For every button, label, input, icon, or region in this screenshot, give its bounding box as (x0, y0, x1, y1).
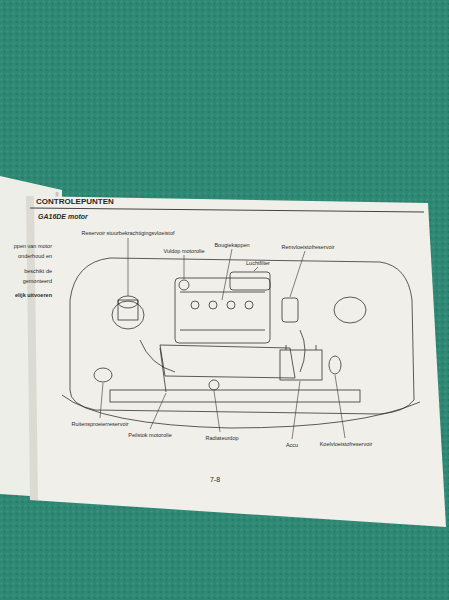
cover-rib (180, 292, 265, 293)
page-number: 7-8 (210, 476, 220, 484)
right-page (26, 196, 446, 527)
left-page-text: onderhoud en (18, 253, 52, 259)
front-bumper-line (62, 395, 420, 428)
part-label: Remvloeistofreservoir (281, 244, 334, 250)
part-label: Radiateurdop (205, 435, 238, 441)
leader-line (290, 251, 305, 297)
part-label: Vuldop motorolie (163, 248, 204, 254)
engine-block (160, 345, 295, 378)
hose (300, 330, 305, 372)
engine-cover (175, 278, 270, 343)
leader-line (100, 383, 103, 418)
leader-line (335, 375, 345, 438)
leader-lines (100, 238, 345, 439)
leader-line (214, 391, 220, 432)
battery-terminal (316, 345, 317, 350)
leader-line (128, 238, 129, 296)
oil-filler-cap (179, 280, 189, 290)
left-page-text: beschikt de (24, 268, 52, 274)
leader-line (150, 393, 166, 429)
radiator-cap (209, 380, 219, 390)
left-page-text: elijk uitvoeren (15, 292, 52, 298)
left-page-text: gemonteerd (23, 278, 52, 284)
reservoir-body (118, 300, 138, 320)
power-steering-reservoir (118, 296, 138, 308)
dipstick (160, 348, 166, 392)
spark-cap (191, 301, 199, 309)
part-label: Peilstok motorolie (128, 432, 171, 438)
leader-line (222, 249, 232, 300)
page-shadow (26, 196, 38, 500)
spark-cap (245, 301, 253, 309)
engine-subheading: GA16DE motor (38, 213, 88, 221)
hose (140, 340, 175, 372)
strut-tower-right (334, 297, 366, 323)
spark-cap (227, 301, 235, 309)
left-page-text: ppen van motor (14, 243, 52, 249)
washer-reservoir (94, 368, 112, 382)
part-label: Accu (286, 442, 298, 448)
radiator (110, 390, 360, 402)
battery-terminal (286, 345, 287, 350)
brake-fluid-reservoir (282, 298, 298, 322)
part-label: Ruitensproeierreservoir (71, 421, 128, 427)
air-filter (230, 272, 270, 290)
leader-line (254, 267, 258, 271)
spark-cap (209, 301, 217, 309)
battery (280, 350, 322, 380)
part-label: Bougiekappen (214, 242, 249, 248)
leader-line (292, 381, 300, 439)
part-label: Reservoir stuurbekrachtigingsvloeistof (82, 230, 175, 236)
coolant-reservoir (329, 356, 341, 374)
leader-line (184, 255, 185, 279)
engine-bay (70, 258, 414, 414)
part-label: Koelvloeistofreservoir (320, 441, 373, 447)
part-label: Luchtfilter (246, 260, 270, 266)
cover-rib (180, 330, 265, 331)
page-heading: CONTROLEPUNTEN (36, 198, 114, 207)
engine-illustration (62, 258, 420, 428)
strut-tower-left (112, 301, 144, 329)
heading-rule (30, 208, 424, 212)
